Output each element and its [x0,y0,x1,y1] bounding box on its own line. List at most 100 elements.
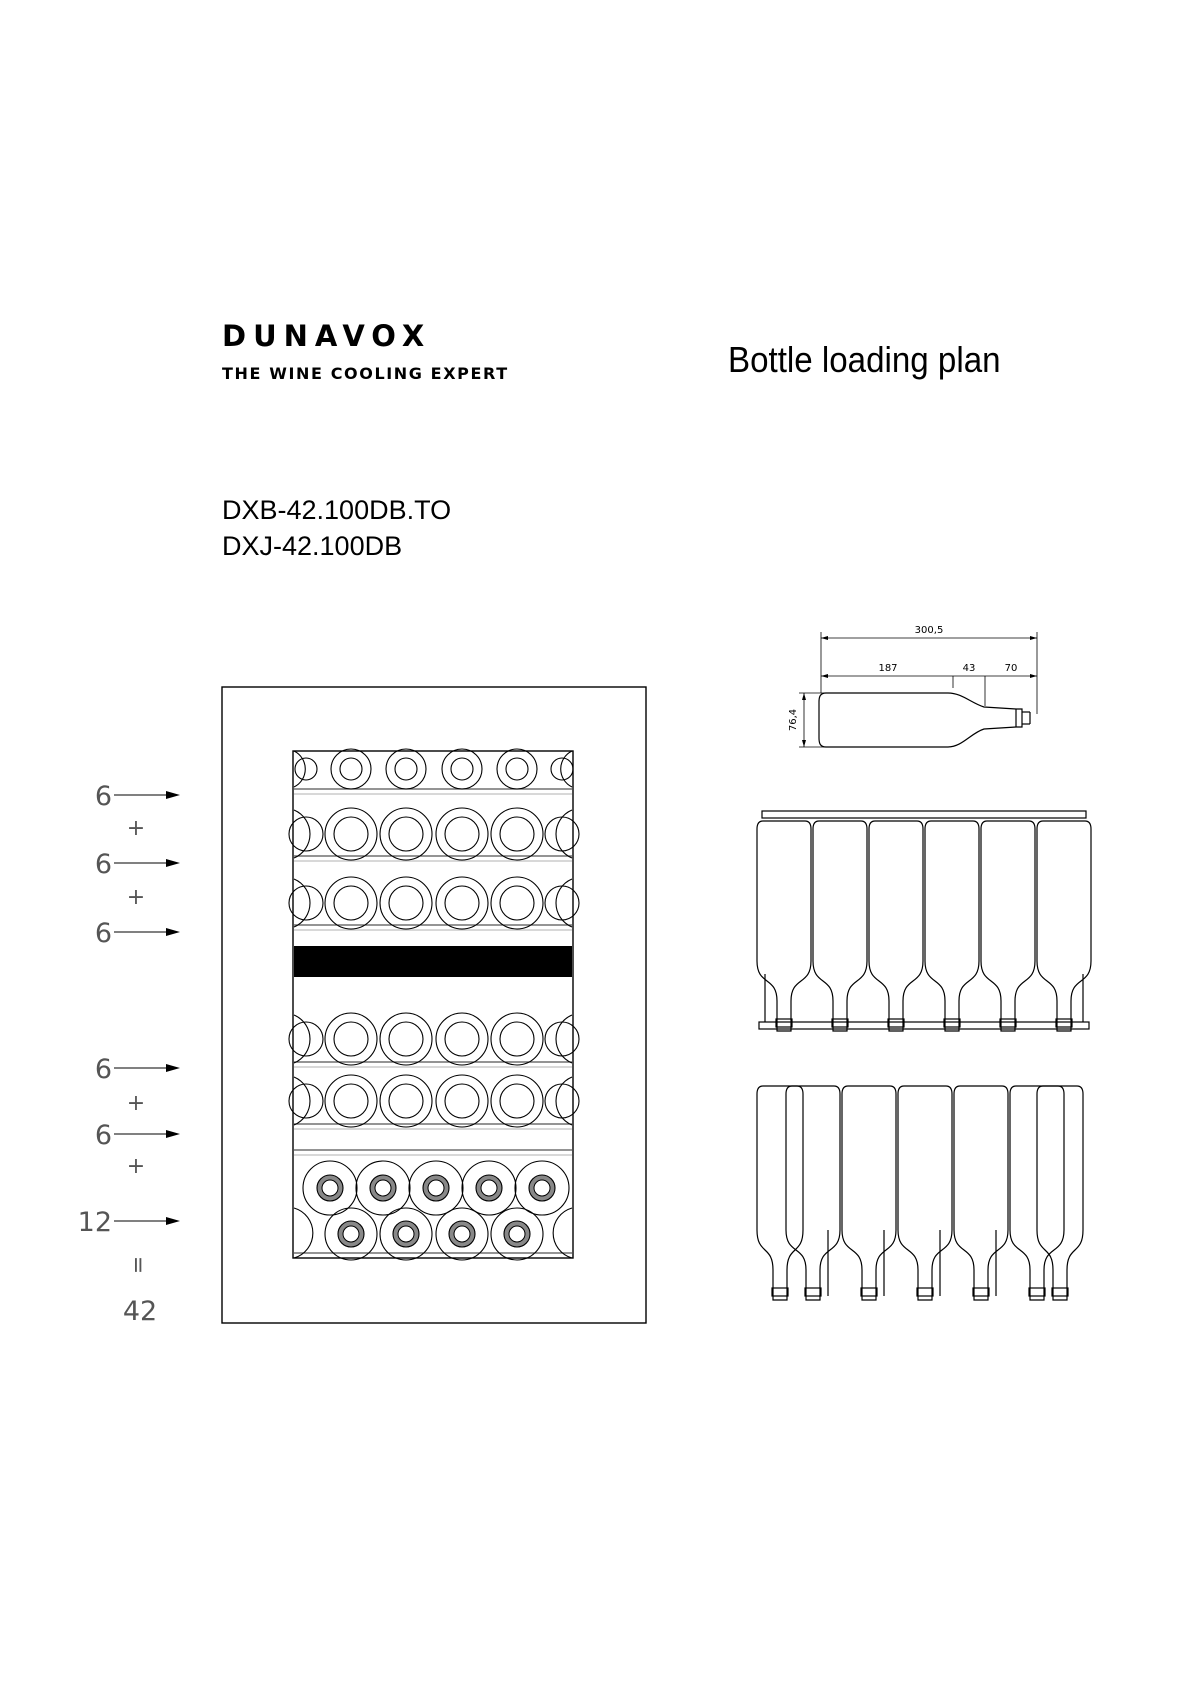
bottle-end-partial [555,878,573,928]
bottle-end-partial [293,878,311,928]
count-arrow-head [166,1217,180,1225]
count-label: 6 [95,781,112,812]
bottle-end-partial [555,1014,573,1064]
bottle-neck [444,816,480,852]
arrow-head [821,636,828,640]
bottle-neck [333,1021,369,1057]
bottle-end [435,807,489,861]
bottle-neck [388,1021,424,1057]
count-arrow-head [166,928,180,936]
bottle-neck [333,816,369,852]
count-arrow-head [166,859,180,867]
model-number-1: DXB-42.100DB.TO [222,495,452,525]
arrow-head [1030,674,1037,678]
bottle-end [379,1074,433,1128]
bottle-neck [444,885,480,921]
dim-total-label: 300,5 [915,625,944,636]
bottle-top-view [1036,1085,1084,1301]
bottle-end [385,748,427,790]
bottle-end [379,1207,433,1261]
bottle-neck [550,757,574,781]
bottle-cap [453,1225,471,1243]
bottle-cap [508,1225,526,1243]
bottle-cap-top-view [1055,1018,1073,1028]
bottle-cap [342,1225,360,1243]
dim-neck-label: 70 [1005,663,1018,674]
bottle-top-view [756,1085,804,1301]
bottle-end [324,807,378,861]
bottle-cap-top-view [972,1287,990,1297]
count-arrow-head [166,1130,180,1138]
bottle-neck [288,1083,324,1119]
plus-sign: + [127,1091,145,1116]
shelf-rows [288,748,580,1261]
bottle-cap-top-view [916,1287,934,1297]
bottle-end-partial [293,809,311,859]
bottle-neck [450,757,474,781]
bottle-end [379,807,433,861]
arrow-head [1030,636,1037,640]
bottle-neck [444,1083,480,1119]
bottle-end [490,876,544,930]
bottle-end-partial [555,809,573,859]
bottle-top-view [785,1085,841,1301]
bottle-end [302,1160,358,1216]
count-label: 6 [95,1054,112,1085]
bottle-end [490,1012,544,1066]
top-view-rack-double [756,1085,1084,1301]
bottle-cap [374,1179,392,1197]
model-number-2: DXJ-42.100DB [222,531,403,561]
dim-body-label: 187 [878,663,897,674]
arrow-head [821,674,828,678]
count-arrow-head [166,791,180,799]
bottle-top-view [812,820,868,1032]
bottle-end-partial [293,1014,311,1064]
bottle-end [496,748,538,790]
bottle-cap [480,1179,498,1197]
bottle-end [330,748,372,790]
count-label: 6 [95,918,112,949]
bottle-end-partial [293,750,306,788]
bottle-side-outline [818,692,1023,748]
top-view-rack-single [756,810,1092,1032]
bottle-end-partial [293,1207,314,1259]
bottle-cap [533,1179,551,1197]
bottle-neck [499,816,535,852]
bottle-top-view [1036,820,1092,1032]
bottle-top-view [980,820,1036,1032]
bottle-cap-top-view [831,1018,849,1028]
bottle-neck [544,1021,580,1057]
bottle-end [324,876,378,930]
bottle-top-view [756,820,812,1032]
bottle-end-partial [560,750,573,788]
bottle-end [435,1207,489,1261]
plus-sign: + [127,816,145,841]
equals-sign: = [125,1256,150,1274]
cabinet-front-view [221,686,647,1324]
bottle-top-view [953,1085,1009,1301]
bottle-cap-top-view [999,1018,1017,1028]
bottle-end [490,1074,544,1128]
bottle-cap-top-view [775,1018,793,1028]
count-label: 6 [95,849,112,880]
bottle-neck [388,816,424,852]
bottle-end [435,1012,489,1066]
bottle-cap [397,1225,415,1243]
bottle-end [324,1012,378,1066]
total-count: 42 [123,1296,157,1327]
bottle-end [324,1074,378,1128]
count-label: 12 [78,1207,112,1238]
cabinet-inner-window [292,750,574,1259]
rack-bottom-rail [758,1021,1090,1030]
dim-diameter-label: 76,4 [788,709,799,731]
bottle-end [324,1207,378,1261]
bottle-end [490,807,544,861]
bottle-neck [388,885,424,921]
bottle-neck [544,816,580,852]
bottle-end [379,1012,433,1066]
plus-sign: + [127,885,145,910]
dim-shoulder-label: 43 [963,663,976,674]
zone-divider [294,946,572,977]
bottle-end [490,1207,544,1261]
